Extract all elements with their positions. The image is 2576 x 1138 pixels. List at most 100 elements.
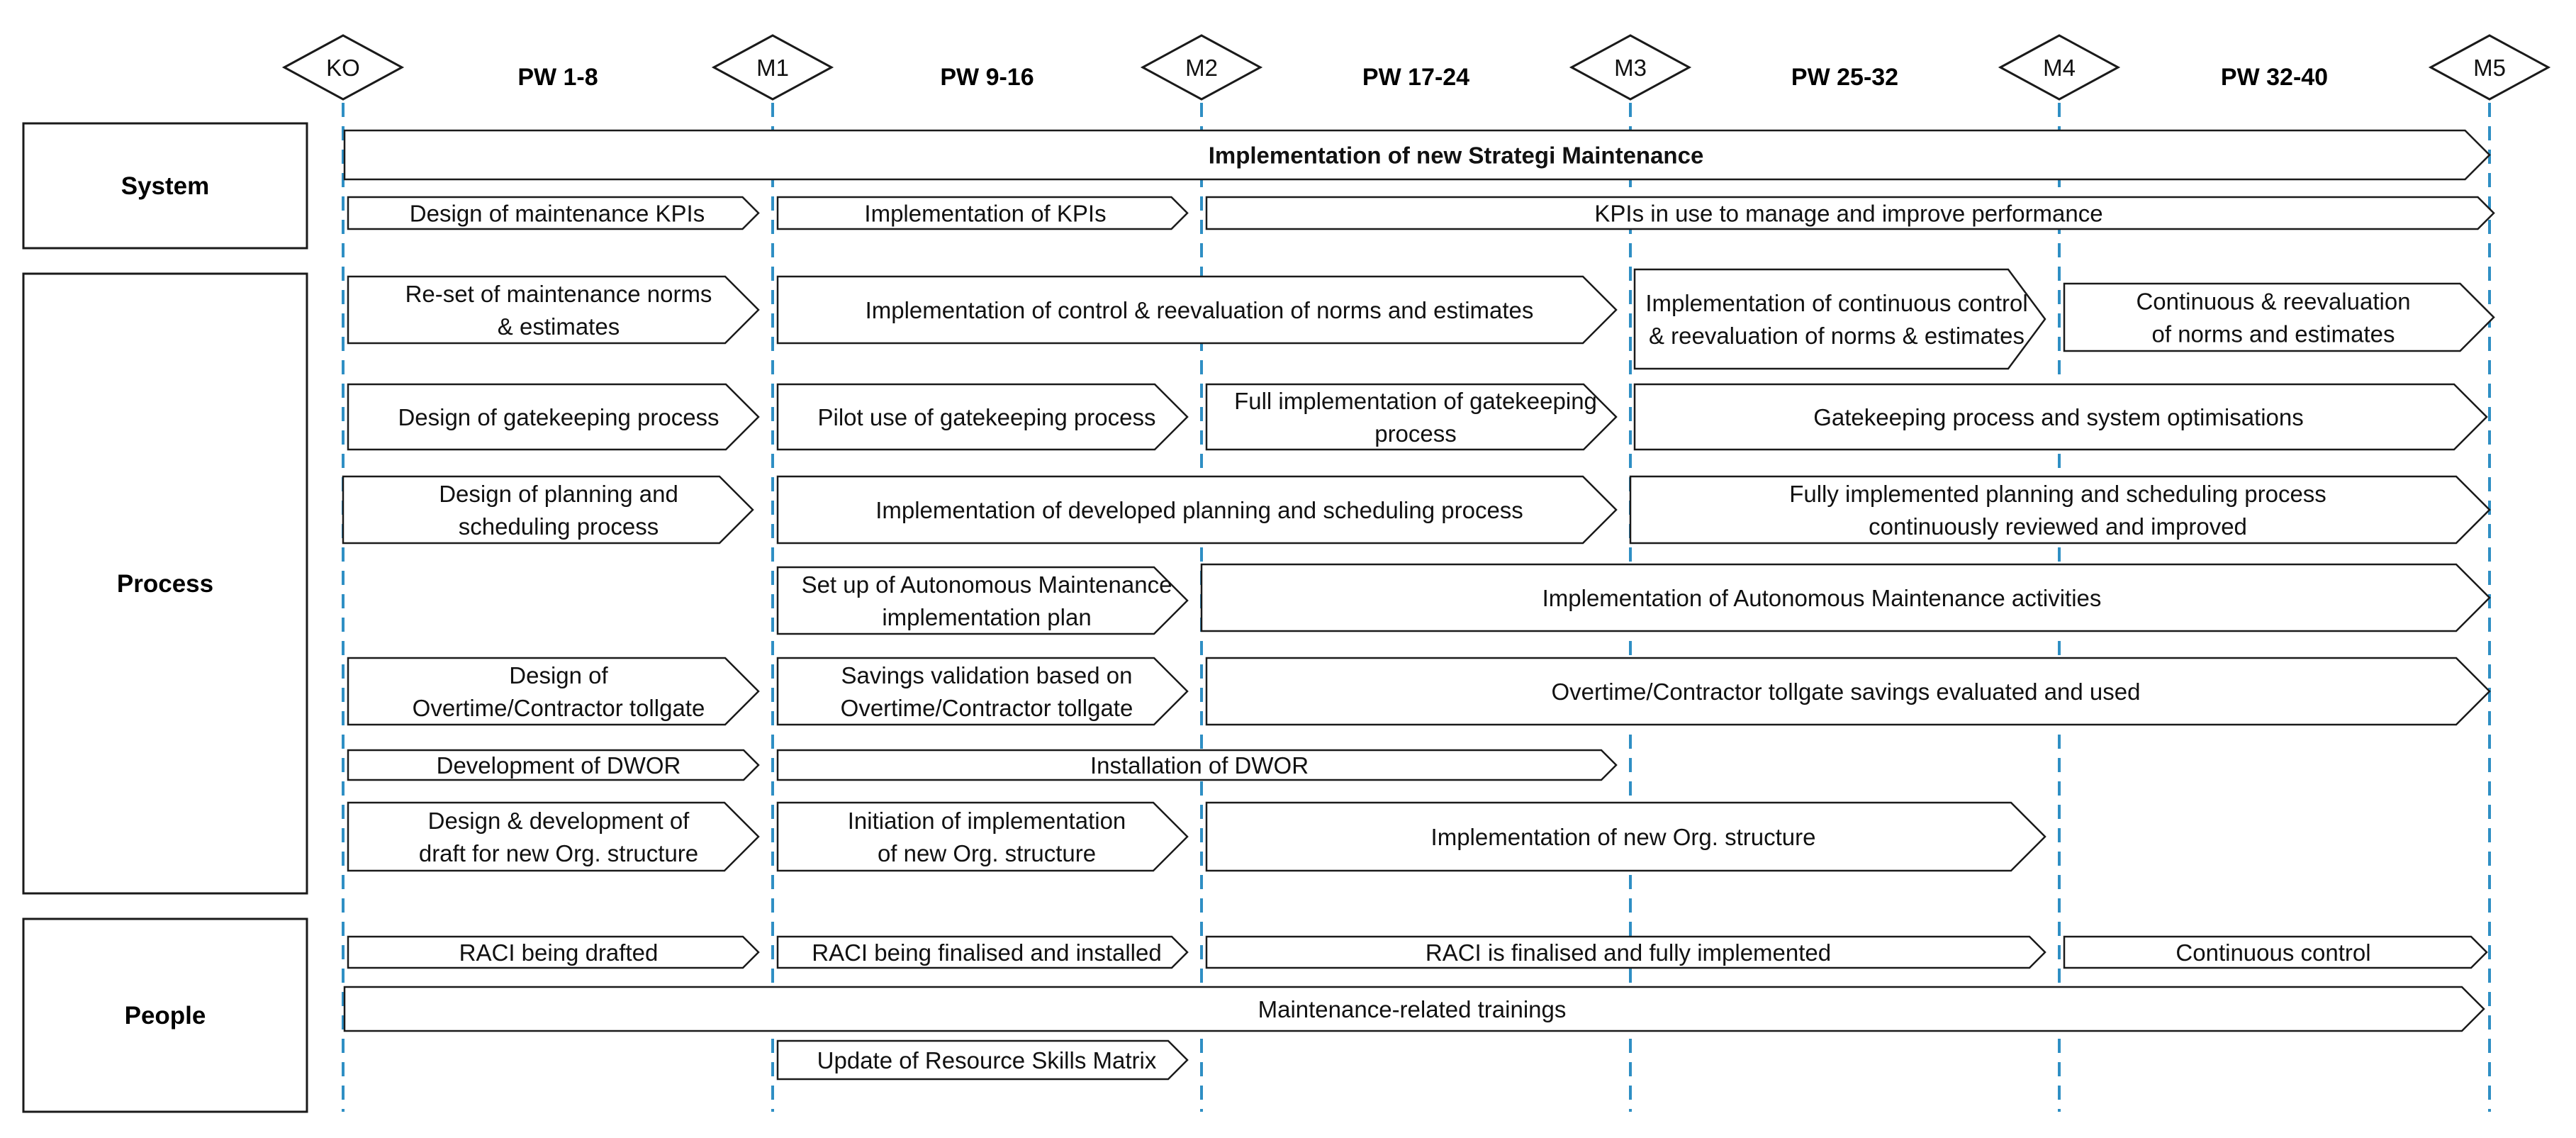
milestone-m5-label: M5: [2473, 55, 2506, 81]
activity-arrow-shape: [776, 383, 1189, 451]
activity-arrow-shape: [1200, 563, 2491, 632]
activity-arrow-label: implementation plan: [882, 604, 1091, 630]
milestone-m4-label: M4: [2043, 55, 2076, 81]
activity-arrow-shape: [776, 196, 1189, 230]
activity-arrow-label: Gatekeeping process and system optimisat…: [1813, 404, 2304, 430]
activity-arrow-6: Implementation of control & reevaluation…: [776, 275, 1618, 345]
activity-arrow-shape: [347, 657, 760, 726]
lane-people-box: [22, 917, 308, 1113]
activity-arrow-shape: [347, 749, 760, 781]
period-headers: PW 1-8 PW 9-16 PW 17-24 PW 25-32 PW 32-40: [517, 64, 2328, 91]
activity-arrow-label: Implementation of Autonomous Maintenance…: [1542, 585, 2102, 611]
activity-arrow-19: Savings validation based onOvertime/Cont…: [776, 657, 1189, 726]
activity-arrow-shape: [1205, 935, 2046, 969]
activity-arrow-label: Design of gatekeeping process: [398, 404, 719, 430]
activity-arrow-29: Continuous control: [2063, 935, 2488, 969]
activity-arrow-4: KPIs in use to manage and improve perfor…: [1205, 196, 2495, 230]
activity-arrow-14: Implementation of developed planning and…: [776, 475, 1618, 545]
activity-arrow-label: Update of Resource Skills Matrix: [817, 1047, 1157, 1073]
activity-arrow-label: Implementation of continuous control: [1645, 290, 2027, 316]
activity-arrow-5: Re-set of maintenance norms & estimates: [347, 275, 760, 345]
activity-arrow-shape: [776, 475, 1618, 545]
activity-arrow-31: Update of Resource Skills Matrix: [776, 1039, 1189, 1081]
activity-arrow-shape: [776, 801, 1189, 872]
activity-arrow-label: continuously reviewed and improved: [1869, 513, 2247, 540]
activity-arrow-shape: [776, 275, 1618, 345]
activity-arrow-20: Overtime/Contractor tollgate savings eva…: [1205, 657, 2491, 726]
activity-arrow-shape: [347, 801, 760, 872]
activity-arrow-shape: [776, 749, 1618, 781]
activity-arrow-label: Pilot use of gatekeeping process: [818, 404, 1156, 430]
activity-arrow-label: Design of maintenance KPIs: [410, 201, 705, 227]
activity-arrow-label: Overtime/Contractor tollgate: [413, 695, 705, 721]
activity-arrow-label: process: [1374, 420, 1457, 447]
activity-arrow-label: Development of DWOR: [437, 752, 681, 779]
activity-arrow-shape: [1633, 383, 2488, 451]
period-header-4: PW 25-32: [1791, 64, 1898, 91]
activity-arrow-label: Full implementation of gatekeeping: [1234, 388, 1597, 414]
activity-arrow-7: Implementation of continuous control & re…: [1633, 268, 2046, 370]
milestone-m3-diamond: [1569, 34, 1692, 101]
milestone-m2-diamond: [1140, 34, 1263, 101]
milestone-m1-label: M1: [756, 55, 789, 81]
activity-arrows: Implementation of new Strategi Maintenan…: [342, 129, 2495, 1081]
period-header-3: PW 17-24: [1362, 64, 1469, 91]
milestone-m5-diamond: [2428, 34, 2551, 101]
activity-arrow-shape: [343, 986, 2485, 1032]
activity-arrow-17: Implementation of Autonomous Maintenance…: [1200, 563, 2491, 632]
activity-arrow-label: Overtime/Contractor tollgate savings eva…: [1552, 679, 2141, 705]
activity-arrow-shape: [347, 383, 760, 451]
activity-arrow-shape: [1205, 196, 2495, 230]
activity-arrow-shape: [1205, 383, 1618, 451]
activity-arrow-label: scheduling process: [459, 513, 659, 540]
activity-arrow-28: RACI is finalised and fully implemented: [1205, 935, 2046, 969]
activity-arrow-shape: [343, 129, 2491, 181]
activity-arrow-label: Savings validation based on: [841, 662, 1133, 688]
milestone-ko-label: KO: [326, 55, 360, 81]
activity-arrow-21: Development of DWOR: [347, 749, 760, 781]
activity-arrow-label: & reevaluation of norms & estimates: [1649, 323, 2025, 349]
activity-arrow-shape: [2063, 935, 2488, 969]
activity-arrow-label: Fully implemented planning and schedulin…: [1789, 481, 2326, 507]
activity-arrow-shape: [1633, 268, 2046, 370]
activity-arrow-12: Gatekeeping process and system optimisat…: [1633, 383, 2488, 451]
period-header-1: PW 1-8: [517, 64, 598, 91]
activity-arrow-22: Installation of DWOR: [776, 749, 1618, 781]
activity-arrow-10: Pilot use of gatekeeping process: [776, 383, 1189, 451]
activity-arrow-shape: [347, 275, 760, 345]
period-header-2: PW 9-16: [940, 64, 1034, 91]
activity-arrow-label: of norms and estimates: [2152, 321, 2395, 347]
activity-arrow-label: Installation of DWOR: [1090, 752, 1309, 779]
lane-process-label: Process: [117, 570, 213, 598]
activity-arrow-label: Re-set of maintenance norms: [405, 281, 712, 307]
period-header-5: PW 32-40: [2221, 64, 2328, 91]
activity-arrow-shape: [1205, 801, 2046, 872]
activity-arrow-label: Continuous & reevaluation: [2136, 289, 2410, 315]
activity-arrow-label: Implementation of developed planning and…: [875, 497, 1523, 523]
activity-arrow-label: Implementation of KPIs: [864, 201, 1106, 227]
activity-arrow-30: Maintenance-related trainings: [343, 986, 2485, 1032]
milestone-m4-diamond: [1998, 34, 2121, 101]
activity-arrow-label: Set up of Autonomous Maintenance: [802, 571, 1172, 598]
activity-arrow-label: & estimates: [498, 313, 620, 340]
activity-arrow-label: Implementation of new Strategi Maintenan…: [1209, 143, 1704, 169]
milestone-m3-label: M3: [1614, 55, 1647, 81]
activity-arrow-16: Set up of Autonomous Maintenance implemen…: [776, 566, 1189, 635]
activity-arrow-9: Design of gatekeeping process: [347, 383, 760, 451]
activity-arrow-label: of new Org. structure: [878, 840, 1096, 866]
activity-arrow-shape: [1205, 657, 2491, 726]
activity-arrow-label: RACI is finalised and fully implemented: [1426, 939, 1831, 966]
activity-arrow-label: KPIs in use to manage and improve perfor…: [1594, 201, 2102, 227]
activity-arrow-25: Implementation of new Org. structure: [1205, 801, 2046, 872]
lane-system-label: System: [121, 172, 210, 200]
activity-arrow-8: Continuous & reevaluation of norms and es…: [2063, 282, 2495, 352]
activity-arrow-shape: [776, 566, 1189, 635]
activity-arrow-27: RACI being finalised and installed: [776, 935, 1189, 969]
milestone-m1-diamond: [711, 34, 834, 101]
activity-arrow-label: Implementation of control & reevaluation…: [866, 297, 1534, 323]
lane-system-box: [22, 122, 308, 250]
